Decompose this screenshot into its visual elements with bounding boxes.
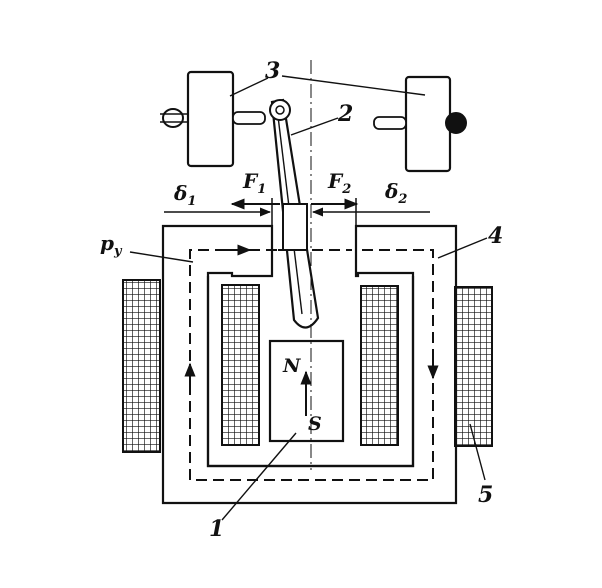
flux-path — [189, 249, 434, 481]
leader-3-left — [229, 77, 269, 97]
contact-left — [160, 70, 266, 168]
label-gap2: δ2 — [384, 179, 407, 207]
armature — [269, 98, 320, 329]
label-force1: F1 — [242, 169, 266, 197]
label-pole-s: S — [308, 413, 322, 435]
label-4: 4 — [488, 223, 503, 249]
label-pole-n: N — [282, 355, 301, 377]
core-inner-window — [206, 276, 415, 468]
label-1: 1 — [209, 516, 224, 542]
label-2: 2 — [337, 101, 353, 127]
label-3: 3 — [265, 58, 280, 84]
inner-coil-left — [221, 284, 260, 446]
contact-right — [373, 75, 467, 173]
leader-1 — [221, 432, 297, 521]
label-gap1: δ1 — [173, 181, 196, 209]
leader-3-right — [281, 75, 426, 96]
label-flux: pу — [100, 231, 123, 259]
leader-5 — [469, 423, 486, 481]
label-5: 5 — [478, 482, 493, 508]
leader-2 — [290, 117, 339, 136]
label-force2: F2 — [327, 169, 351, 197]
inner-coil-right — [360, 285, 399, 446]
leader-4 — [437, 237, 488, 259]
magnetic-core — [161, 224, 458, 505]
outer-coil-right — [454, 286, 493, 447]
outer-coil-left — [122, 279, 161, 453]
leader-py — [129, 251, 194, 263]
